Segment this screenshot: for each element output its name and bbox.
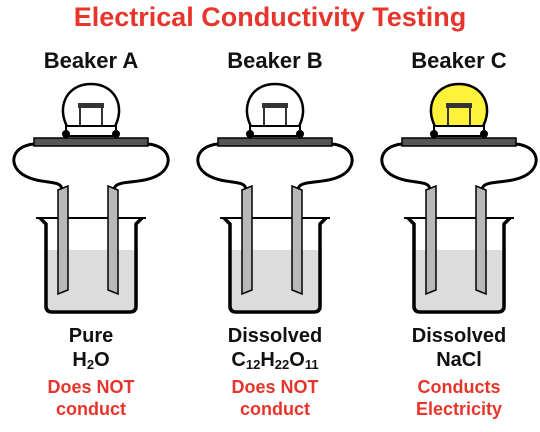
beaker: [406, 216, 512, 314]
result-label-2: conduct: [56, 399, 126, 419]
beaker: [222, 216, 328, 314]
bulb-holder: [217, 137, 333, 147]
beaker-name: Beaker B: [227, 48, 323, 73]
result-label: Does NOT: [47, 377, 135, 397]
wire-right: [480, 142, 538, 191]
substance-formula: H2O: [72, 349, 110, 372]
result-label: Conducts: [417, 377, 501, 397]
electrode-left: [241, 184, 253, 296]
substance-formula: NaCl: [436, 349, 482, 371]
filament-coil: [446, 103, 472, 108]
electrode-right: [107, 184, 119, 296]
electrode-right: [475, 184, 487, 296]
terminal-right: [112, 130, 120, 138]
beaker-name: Beaker A: [43, 48, 139, 73]
terminal-left: [430, 130, 438, 138]
bulb-base: [65, 125, 117, 137]
electrode-left: [57, 184, 69, 296]
beaker-c-panel: Beaker C Dissolved NaCl Conducts Electri…: [374, 0, 540, 432]
wire-left: [12, 142, 64, 191]
wire-right: [296, 142, 354, 191]
conductivity-apparatus: [380, 82, 538, 314]
result-label: Does NOT: [231, 377, 319, 397]
page-title: Electrical Conductivity Testing: [73, 2, 467, 32]
bulb-base: [249, 125, 301, 137]
substance-label: Pure: [68, 325, 114, 347]
conductivity-apparatus: [196, 82, 354, 314]
wire-left: [196, 142, 248, 191]
bulb-holder: [33, 137, 149, 147]
terminal-left: [246, 130, 254, 138]
wire-left: [380, 142, 432, 191]
terminal-right: [296, 130, 304, 138]
terminal-left: [62, 130, 70, 138]
conductivity-apparatus: [12, 82, 170, 314]
substance-label: Dissolved: [227, 325, 323, 347]
beaker: [38, 216, 144, 314]
beaker-b-panel: Beaker B Dissolved C12H22O11 Does NOT co…: [190, 0, 360, 432]
electrode-left: [425, 184, 437, 296]
filament-coil: [78, 103, 104, 108]
bulb-base: [433, 125, 485, 137]
result-label-2: conduct: [240, 399, 310, 419]
electrode-right: [291, 184, 303, 296]
result-label-2: Electricity: [415, 399, 503, 419]
substance-label: Dissolved: [411, 325, 507, 347]
substance-formula: C12H22O11: [231, 349, 319, 372]
beaker-name: Beaker C: [411, 48, 507, 73]
filament-coil: [262, 103, 288, 108]
wire-right: [112, 142, 170, 191]
beaker-a-panel: Beaker A Pure H2O Does NOT conduct: [6, 0, 176, 432]
terminal-right: [480, 130, 488, 138]
bulb-holder: [401, 137, 517, 147]
